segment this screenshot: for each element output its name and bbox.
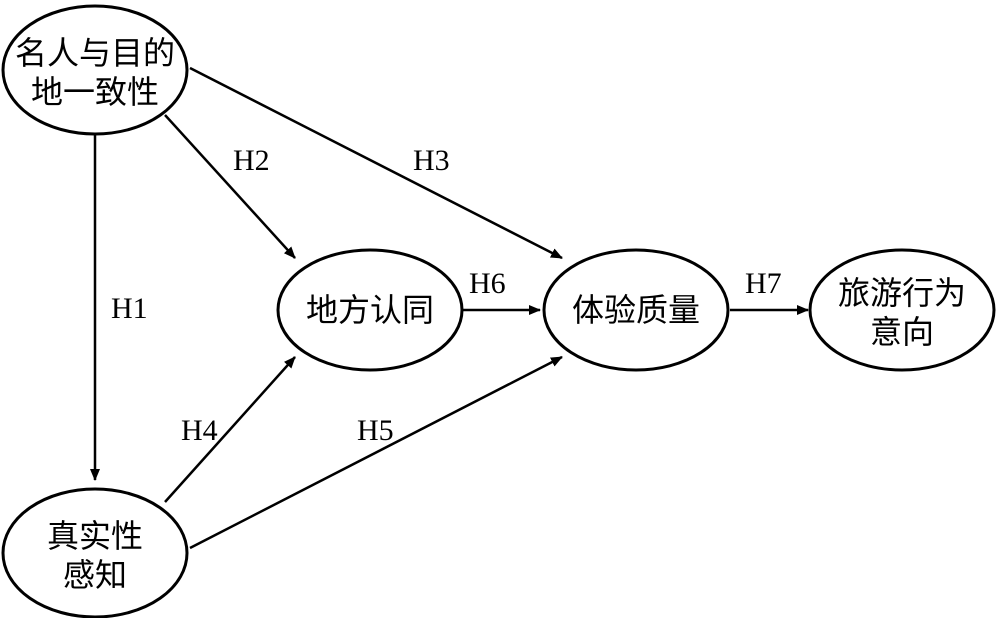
node-perceived-authenticity-line2: 感知 bbox=[63, 556, 127, 594]
hypothesis-label-h3: H3 bbox=[413, 144, 450, 177]
node-travel-behavior-intention-line2: 意向 bbox=[870, 313, 934, 351]
hypothesis-label-h1: H1 bbox=[111, 292, 148, 325]
edges bbox=[90, 66, 809, 550]
node-celebrity-destination-congruence-line1: 名人与目的 bbox=[15, 34, 175, 72]
hypothesis-label-h2: H2 bbox=[233, 144, 270, 177]
node-celebrity-destination-congruence-line2: 地一致性 bbox=[31, 73, 159, 111]
edge-h5 bbox=[189, 355, 563, 550]
node-travel-behavior-intention-line1: 旅游行为 bbox=[838, 274, 966, 312]
edge-h4 bbox=[164, 356, 296, 503]
node-experience-quality-label: 体验质量 bbox=[572, 291, 700, 329]
node-perceived-authenticity-line1: 真实性 bbox=[47, 517, 143, 555]
edge-h2 bbox=[164, 114, 296, 259]
hypothesis-label-h5: H5 bbox=[357, 414, 394, 447]
node-perceived-authenticity: 真实性 感知 bbox=[1, 487, 189, 618]
node-place-identity-label: 地方认同 bbox=[306, 291, 434, 329]
hypothesis-label-h4: H4 bbox=[181, 414, 218, 447]
hypothesis-label-h7: H7 bbox=[745, 267, 782, 300]
hypothesis-label-h6: H6 bbox=[469, 267, 506, 300]
node-travel-behavior-intention: 旅游行为 意向 bbox=[808, 248, 996, 372]
edge-h3 bbox=[189, 66, 563, 260]
node-celebrity-destination-congruence: 名人与目的 地一致性 bbox=[1, 4, 189, 136]
node-experience-quality: 体验质量 bbox=[542, 248, 730, 372]
node-place-identity: 地方认同 bbox=[276, 248, 464, 372]
edge-labels: H1 H2 H3 H4 H5 H6 H7 bbox=[111, 144, 782, 447]
